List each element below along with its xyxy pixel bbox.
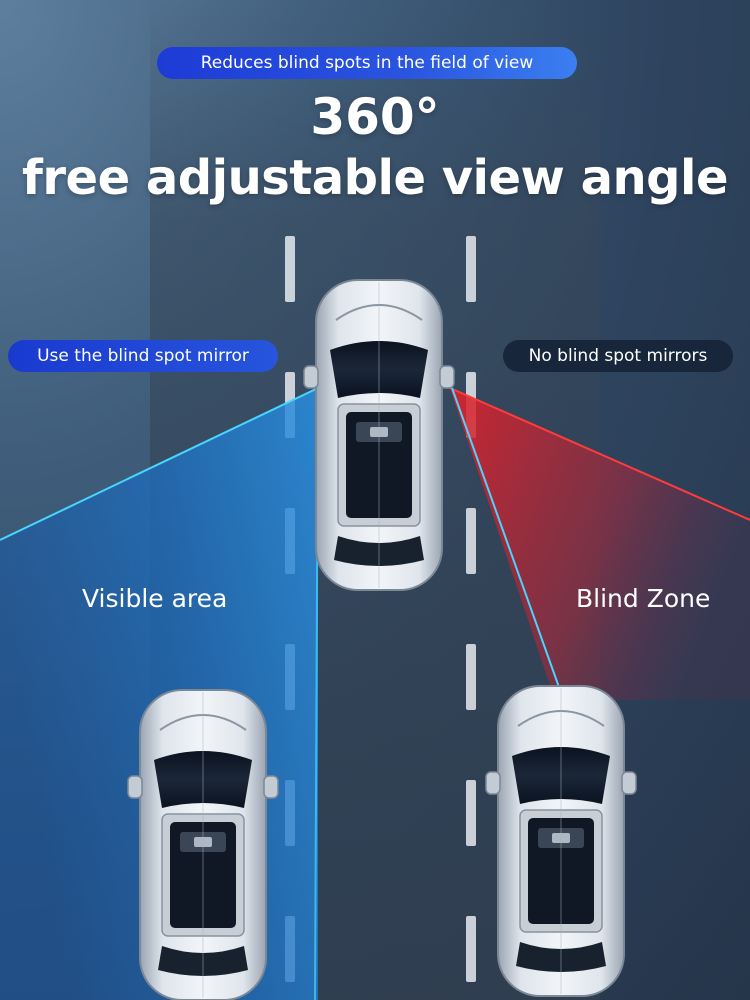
headline-angle: 360°	[310, 88, 440, 146]
no-mirror-badge: No blind spot mirrors	[503, 340, 733, 372]
blind-zone-edge	[449, 387, 750, 521]
lane-marking-right	[466, 236, 476, 982]
car-top-view-center	[303, 279, 455, 591]
blind-zone	[450, 388, 750, 700]
car-top-view-left	[127, 689, 279, 1000]
subtitle-badge: Reduces blind spots in the field of view	[157, 47, 577, 79]
blind-zone-label: Blind Zone	[576, 584, 711, 613]
headline-title: free adjustable view angle	[21, 150, 729, 206]
car-top-view-right	[485, 685, 637, 997]
visible-area-label: Visible area	[82, 584, 228, 613]
visible-zone-edge	[0, 387, 319, 541]
blind-spot-mirror-badge: Use the blind spot mirror	[8, 340, 278, 372]
